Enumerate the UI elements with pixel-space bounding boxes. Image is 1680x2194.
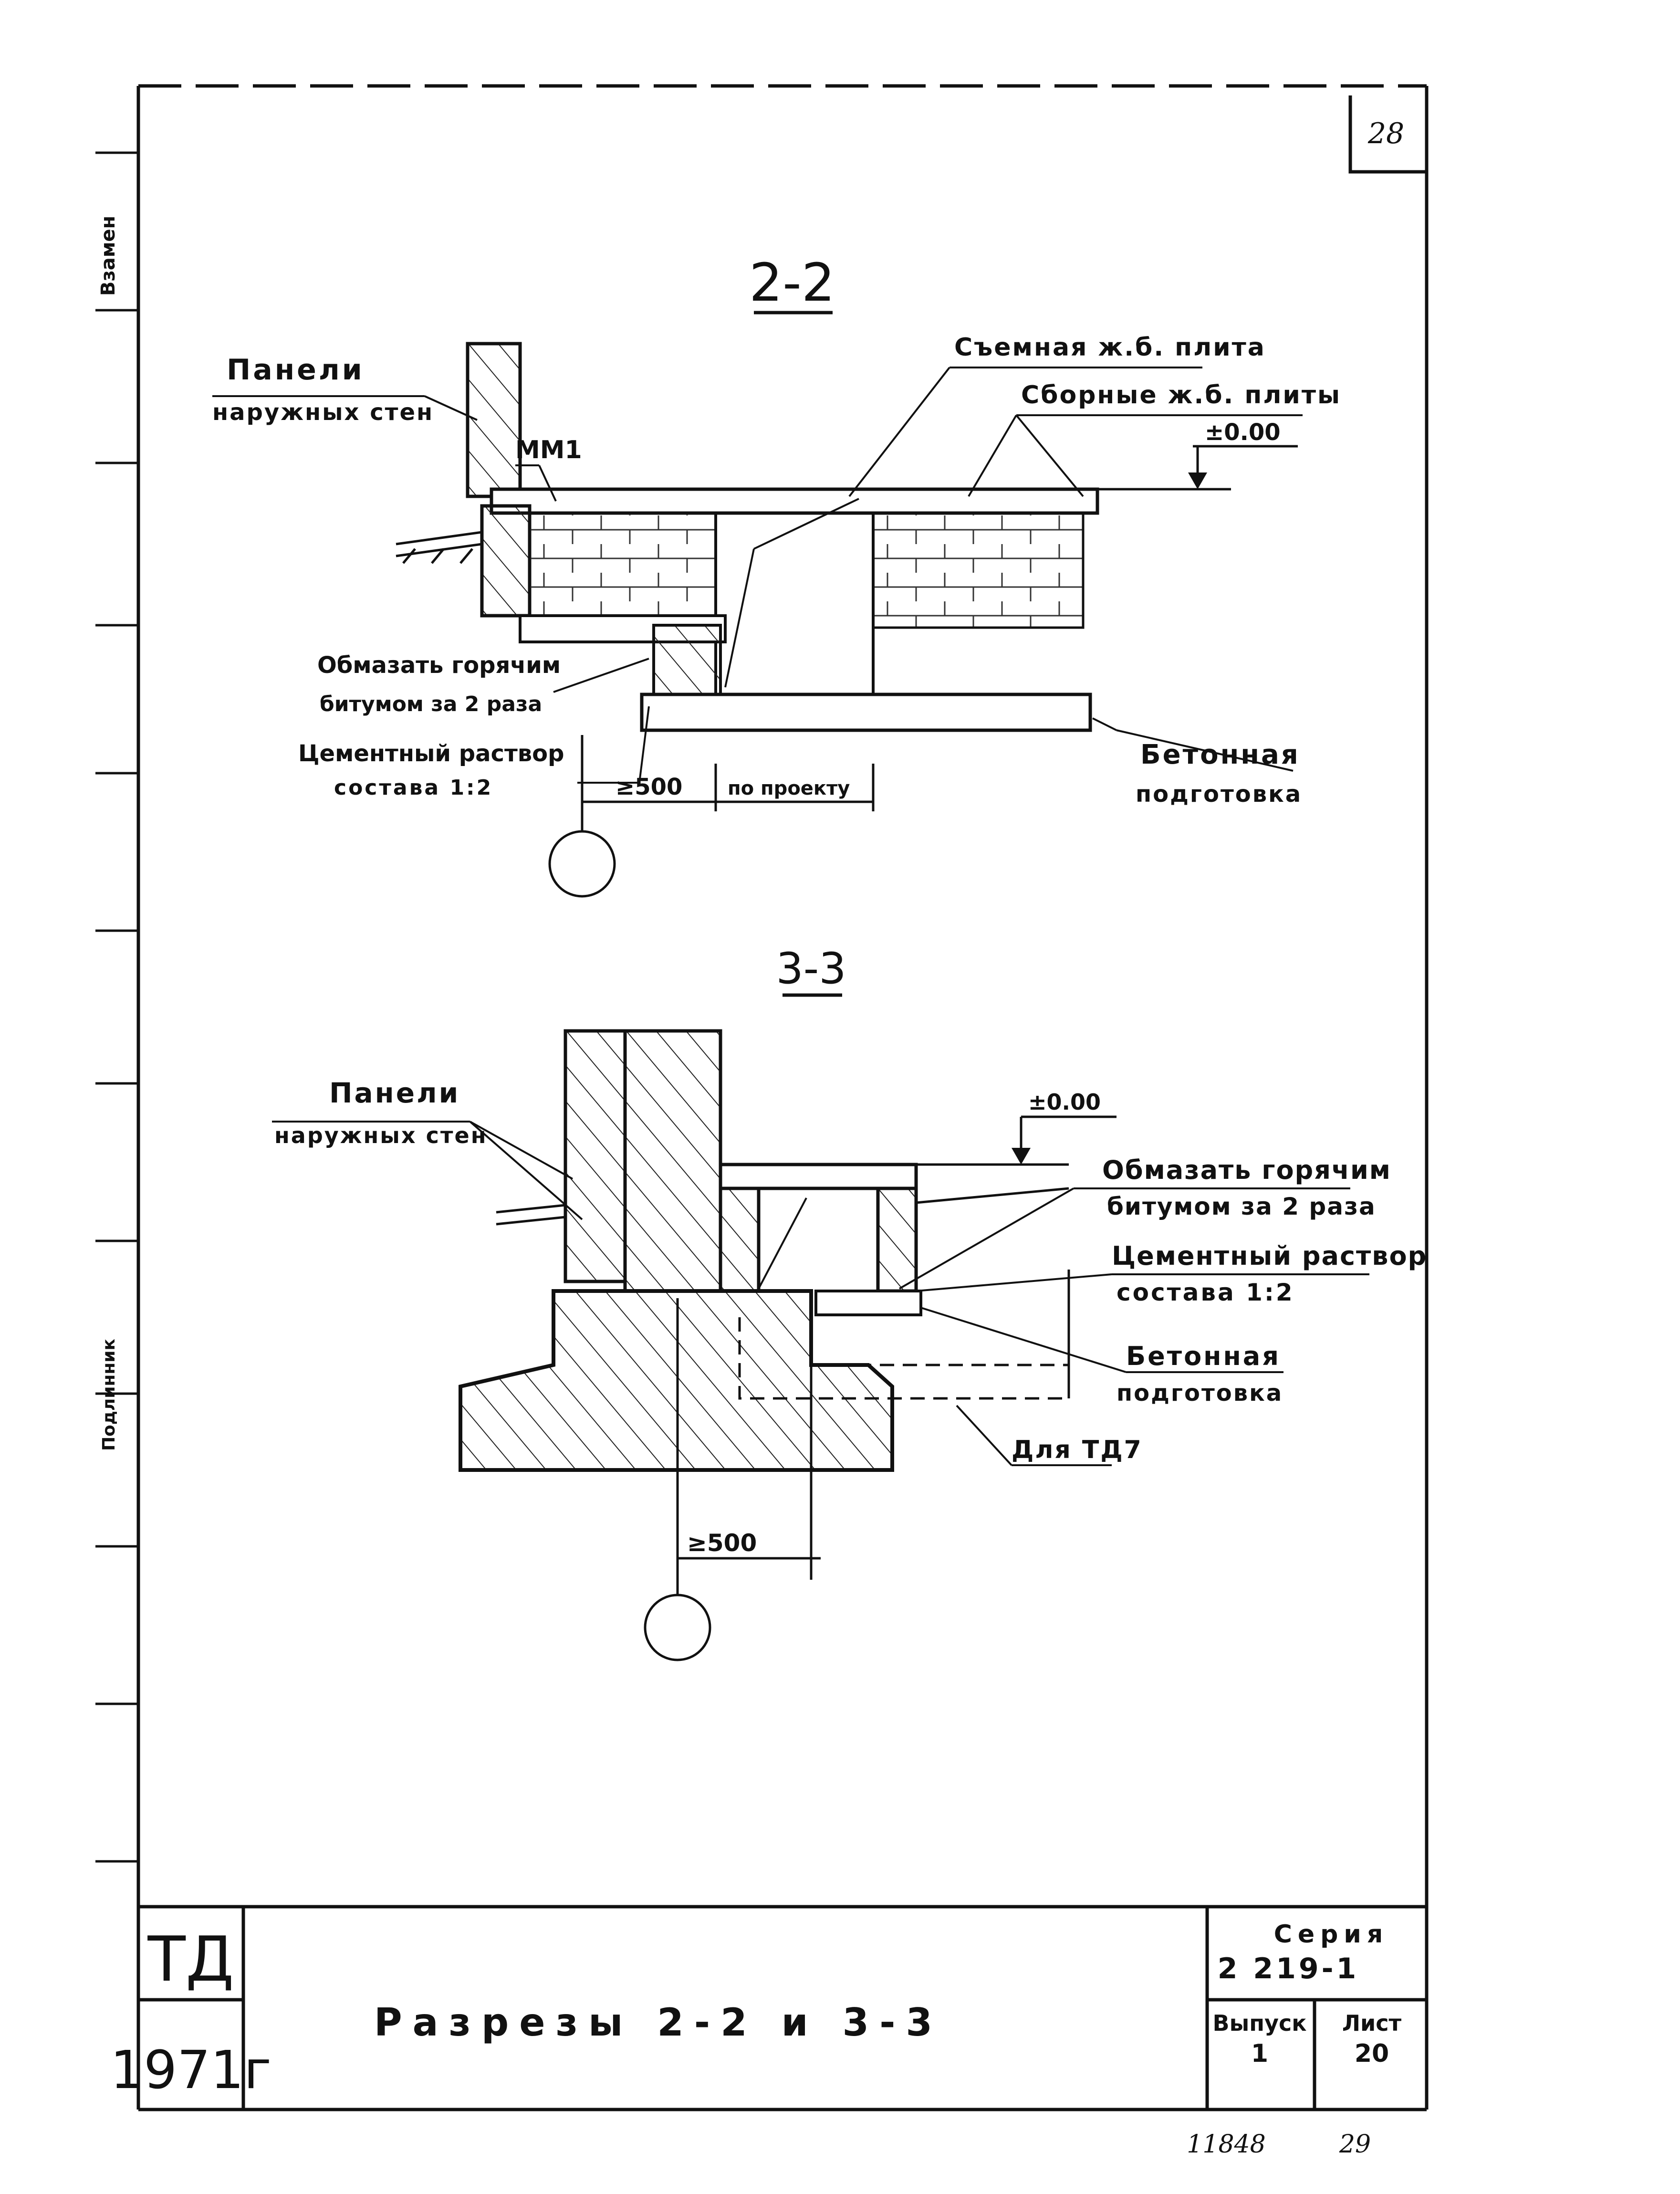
title-block-sheet-label: Лист xyxy=(1342,2010,1402,2036)
brick-wall-left-2-2 xyxy=(528,512,717,629)
wall-panel-2-2 xyxy=(466,342,522,498)
label-bitumen-2-2-l2: битумом за 2 раза xyxy=(320,692,542,716)
ground-left-2-2 xyxy=(396,531,482,564)
section-3-3-title: 3-3 xyxy=(776,944,846,994)
level-marker-2-2 xyxy=(1188,472,1207,489)
label-bitumen-2-2-l1: Обмазать горячим xyxy=(317,652,561,679)
title-block-sheet-title: Разрезы 2-2 и 3-3 xyxy=(374,2000,943,2045)
label-panels-2-2-l1: Панели xyxy=(227,353,365,387)
label-mortar-2-2-l1: Цементный раствор xyxy=(298,740,564,767)
label-bitumen-3-3-l1: Обмазать горячим xyxy=(1102,1155,1391,1185)
label-mortar-3-3-l1: Цементный раствор xyxy=(1112,1241,1427,1271)
dimension-min-2-2: ≥500 xyxy=(616,774,682,800)
foundation-wall-2-2 xyxy=(480,504,532,618)
label-panels-2-2-l2: наружных стен xyxy=(212,399,434,426)
page-number-box xyxy=(1348,95,1427,174)
label-panels-3-3-l1: Панели xyxy=(329,1077,460,1109)
label-mm1-2-2: ММ1 xyxy=(515,436,582,464)
section-3-3: 3-3 ±0.00 xyxy=(272,944,1427,1661)
td7-outline-3-3 xyxy=(738,1317,1069,1400)
page-number: 28 xyxy=(1367,117,1404,150)
side-stamp-top: Взамен xyxy=(97,216,119,296)
label-concrete-2-2-l2: подготовка xyxy=(1136,781,1302,808)
label-td7-3-3: Для ТД7 xyxy=(1012,1436,1143,1464)
label-mortar-3-3-l2: состава 1:2 xyxy=(1117,1279,1294,1306)
channel-left-3-3 xyxy=(719,1186,761,1293)
title-block xyxy=(138,1905,1427,2110)
concrete-base-2-2 xyxy=(640,693,1092,732)
dimension-min-3-3: ≥500 xyxy=(687,1529,757,1557)
label-mortar-2-2-l2: состава 1:2 xyxy=(334,776,493,800)
concrete-prep-3-3 xyxy=(814,1290,922,1316)
side-stamp-bottom: Подлинник xyxy=(99,1339,119,1451)
title-block-sheet-value: 20 xyxy=(1355,2039,1389,2068)
panel-outer-3-3 xyxy=(563,1029,627,1283)
dimension-2-2 xyxy=(581,735,875,840)
level-label-3-3: ±0.00 xyxy=(1028,1089,1101,1115)
axis-marker-3-3 xyxy=(644,1594,711,1661)
leaders-2-2 xyxy=(212,367,1303,784)
panel-inner-3-3 xyxy=(623,1029,722,1293)
section-2-2-title: 2-2 xyxy=(749,252,835,313)
title-block-year: 1971г xyxy=(110,2039,271,2100)
dimension-3-3 xyxy=(676,1298,821,1604)
dimension-project-2-2: по проекту xyxy=(728,777,850,799)
channel-right-3-3 xyxy=(876,1186,918,1293)
label-precast-slabs-2-2: Сборные ж.б. плиты xyxy=(1021,381,1341,409)
title-block-issue-label: Выпуск xyxy=(1213,2010,1307,2036)
footer-inventory-number: 11848 xyxy=(1187,2130,1265,2159)
brick-wall-right-2-2 xyxy=(872,512,1085,629)
title-block-series-value: 2 219-1 xyxy=(1218,1952,1359,1985)
channel-wall-2-2 xyxy=(652,624,722,696)
title-block-series-label: Серия xyxy=(1274,1920,1388,1949)
section-2-2: 2-2 ±0.00 xyxy=(212,252,1341,898)
axis-marker-2-2 xyxy=(548,830,616,898)
title-block-issue-value: 1 xyxy=(1251,2039,1268,2068)
label-bitumen-3-3-l2: битумом за 2 раза xyxy=(1107,1193,1376,1220)
footer-page-ref: 29 xyxy=(1339,2130,1371,2159)
sheet-frame xyxy=(95,84,1429,2111)
label-concrete-2-2-l1: Бетонная xyxy=(1140,739,1300,770)
level-marker-3-3 xyxy=(1012,1148,1031,1165)
label-concrete-3-3-l1: Бетонная xyxy=(1126,1341,1281,1371)
ground-left-3-3 xyxy=(496,1204,566,1226)
label-removable-slab-2-2: Съемная ж.б. плита xyxy=(954,333,1266,362)
level-label-2-2: ±0.00 xyxy=(1205,419,1281,446)
title-block-org: ТД xyxy=(147,1923,234,1995)
leaders-3-3 xyxy=(272,1121,1369,1466)
slab-3-3 xyxy=(719,1163,918,1190)
label-concrete-3-3-l2: подготовка xyxy=(1117,1380,1283,1407)
label-panels-3-3-l2: наружных стен xyxy=(274,1123,488,1148)
floor-slab-2-2 xyxy=(490,487,1099,515)
binding-ticks xyxy=(95,151,138,1863)
